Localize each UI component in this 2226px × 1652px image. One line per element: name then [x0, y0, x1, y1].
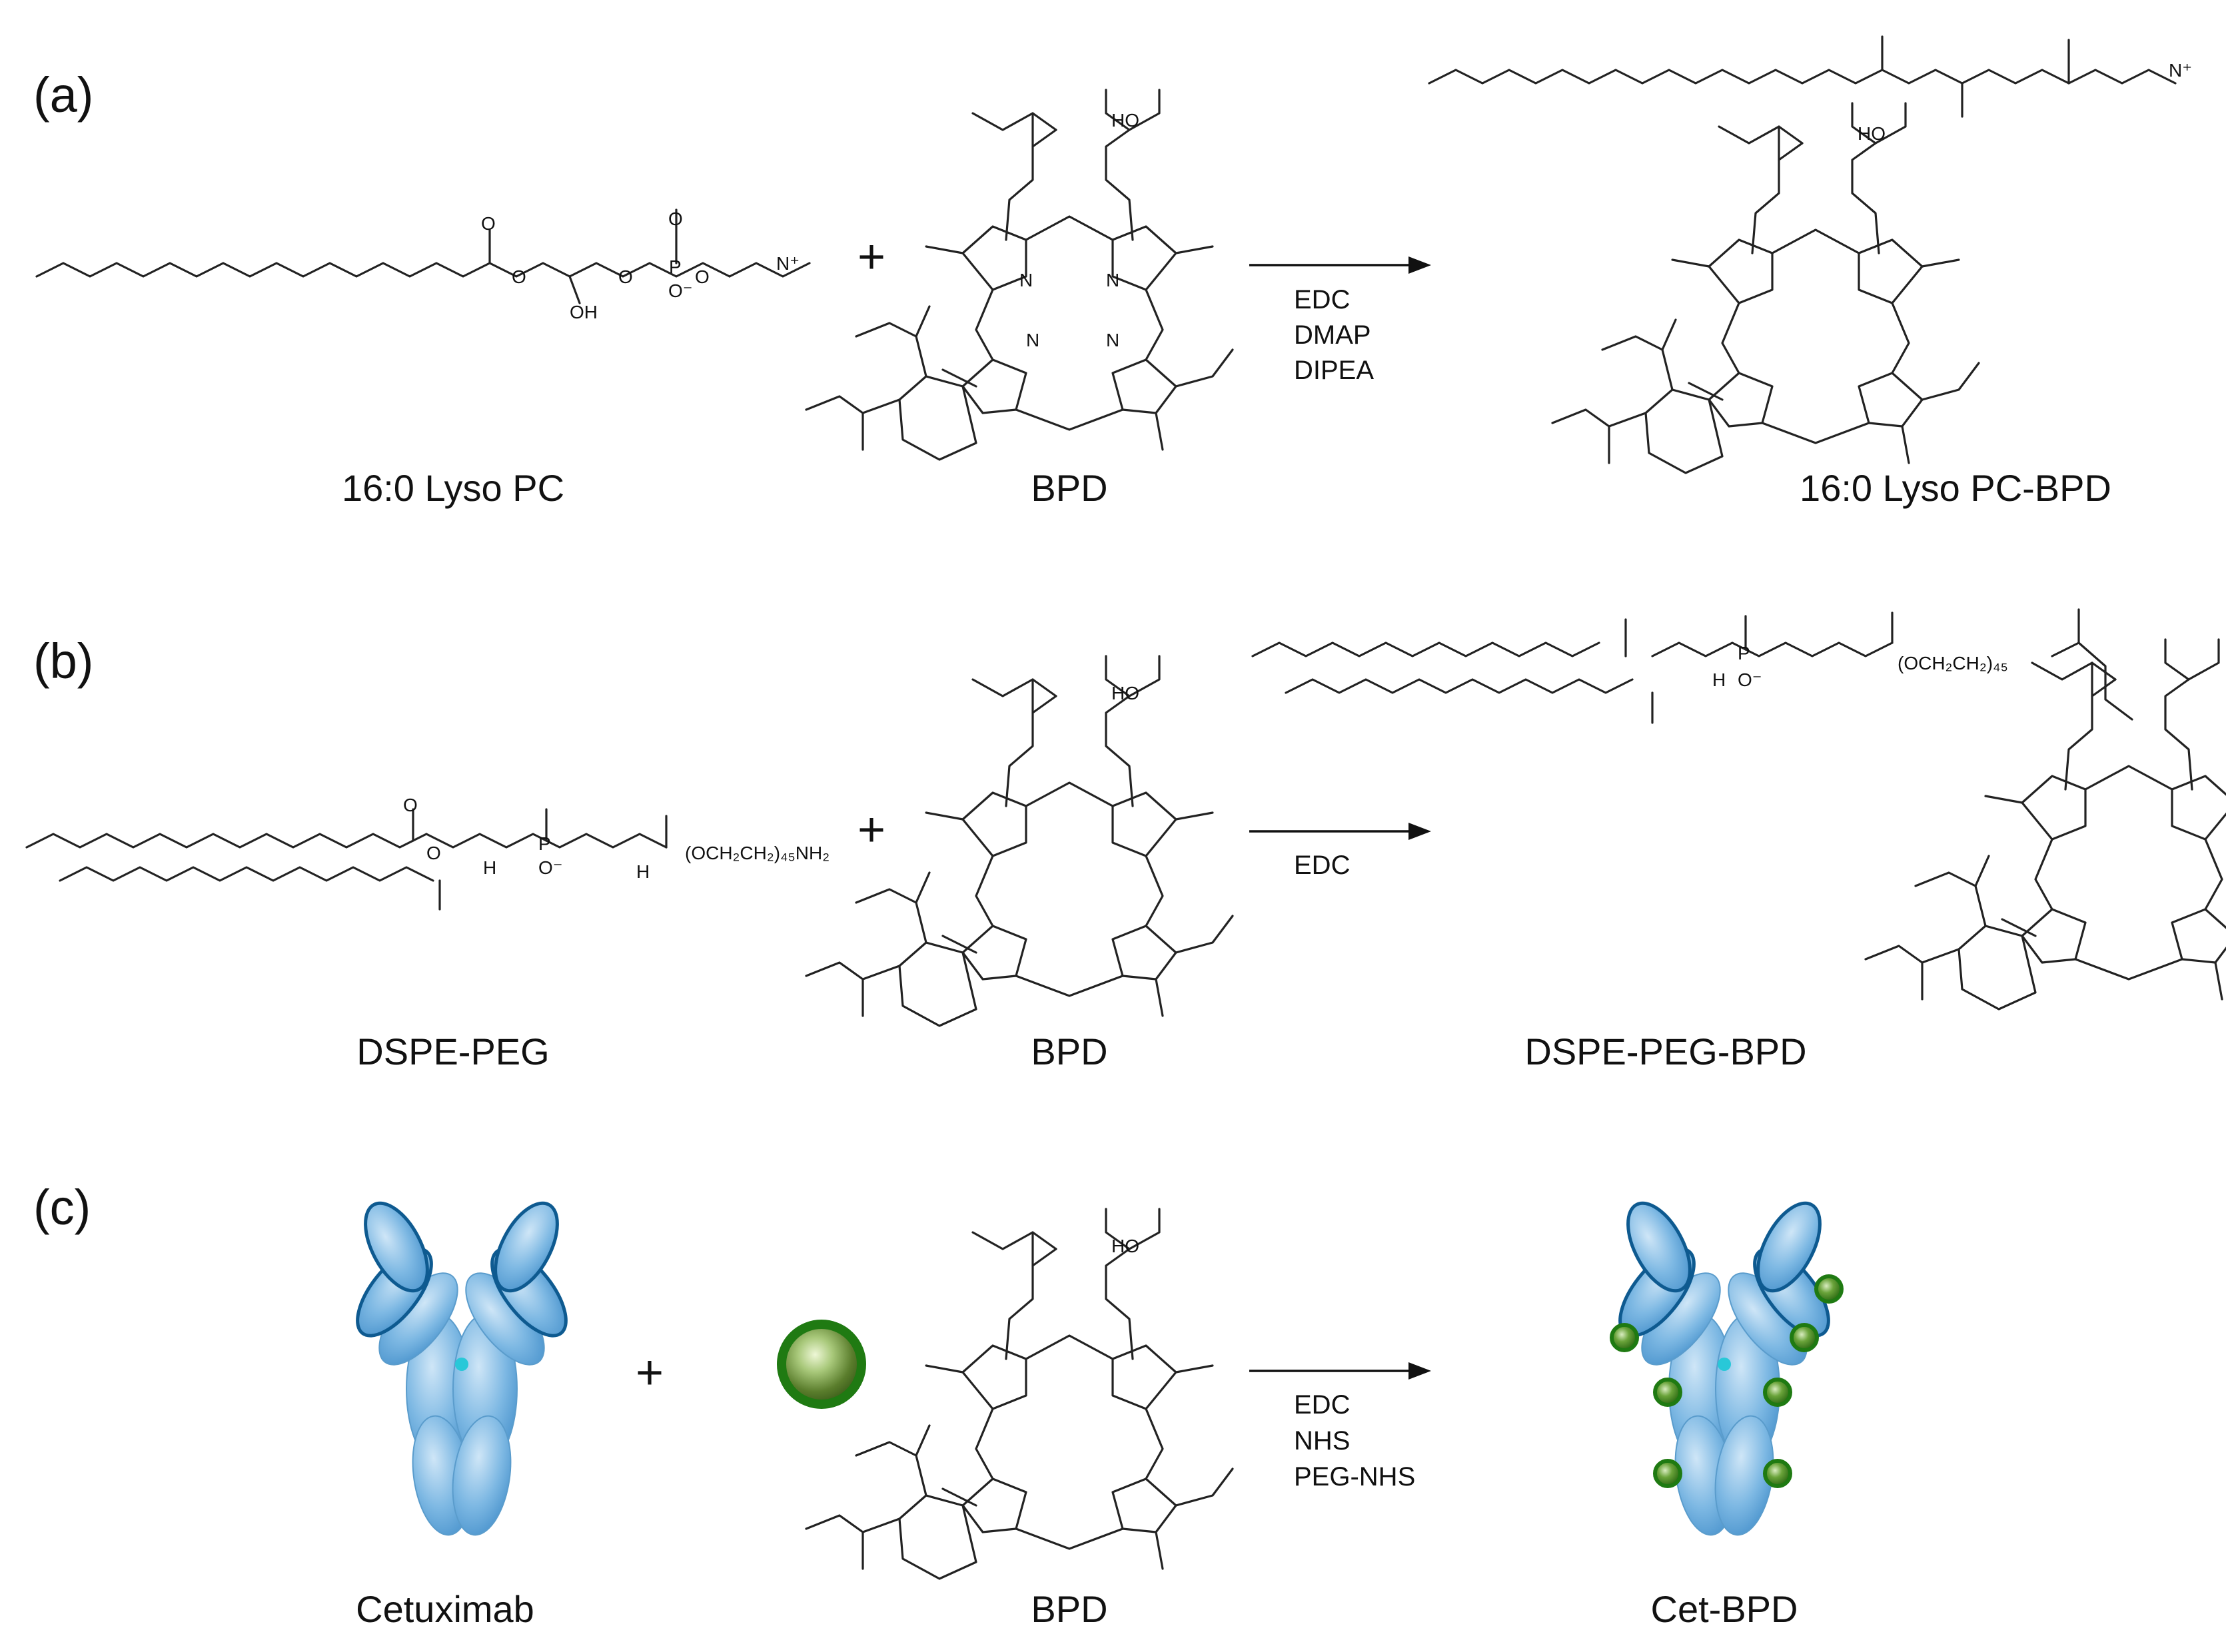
- atom-o: O: [695, 266, 710, 287]
- reactant-label-dspe-peg: DSPE-PEG: [356, 1031, 549, 1072]
- atom-p: P: [538, 833, 551, 854]
- bpd-sphere: [777, 1320, 866, 1409]
- atom-p: P: [669, 256, 682, 277]
- bpd-dot: [1763, 1378, 1792, 1407]
- atom-n: N: [1019, 270, 1033, 290]
- atom-ho: HO: [1111, 683, 1139, 703]
- peg-chain: (OCH₂CH₂)₄₅: [1898, 653, 2008, 673]
- reactant-label-bpd: BPD: [1031, 467, 1107, 509]
- reaction-arrow: [1249, 823, 1431, 840]
- reaction-arrow: [1249, 256, 1431, 274]
- reagent-label: EDC: [1294, 1390, 1350, 1420]
- atom-nh: N: [1026, 330, 1039, 350]
- panel-a-label: (a): [33, 67, 93, 123]
- panel-c-label: (c): [33, 1180, 91, 1235]
- reagent-label: PEG-NHS: [1294, 1462, 1415, 1491]
- atom-o: O: [618, 266, 633, 287]
- atom-oh: OH: [570, 302, 598, 322]
- reagent-label: EDC: [1294, 285, 1350, 314]
- atom-o-minus: O⁻: [668, 280, 693, 301]
- reactant-label-bpd: BPD: [1031, 1588, 1107, 1630]
- bpd-dot: [1790, 1323, 1819, 1352]
- atom-n: N: [1106, 330, 1119, 350]
- bpd-dot: [1653, 1378, 1682, 1407]
- lyso-pc-structure: [35, 208, 811, 304]
- bpd-dot: [1610, 1323, 1639, 1352]
- panel-b-label: (b): [33, 633, 93, 689]
- reagent-label: NHS: [1294, 1426, 1350, 1455]
- product-label: Cet-BPD: [1651, 1588, 1798, 1630]
- bpd-dot: [1763, 1459, 1792, 1488]
- atom-o: O: [426, 843, 441, 863]
- reagent-label: EDC: [1294, 851, 1350, 880]
- dspe-peg-bpd-structure: [1251, 608, 2133, 724]
- plus-sign: +: [857, 230, 885, 284]
- reactant-label-bpd: BPD: [1031, 1031, 1107, 1072]
- atom-o-minus: O⁻: [538, 857, 563, 878]
- reactant-label-cetuximab: Cetuximab: [356, 1588, 534, 1630]
- lyso-pc-bpd-structure: [1428, 35, 2177, 118]
- product-label: DSPE-PEG-BPD: [1524, 1031, 1806, 1072]
- bpd-dot: [1814, 1274, 1844, 1304]
- atom-ho: HO: [1111, 1236, 1139, 1256]
- cet-bpd-conjugate: [1610, 1201, 1844, 1536]
- atom-o: O: [668, 208, 683, 229]
- bpd-structure: [1864, 638, 2226, 1011]
- plus-sign: +: [636, 1346, 664, 1400]
- cetuximab-antibody: [356, 1201, 568, 1536]
- atom-h: H: [1712, 669, 1726, 690]
- bpd-structure: [1551, 102, 1980, 474]
- atom-h: H: [483, 857, 496, 878]
- atom-o: O: [403, 795, 418, 815]
- atom-nh: N: [1106, 270, 1119, 290]
- atom-ho: HO: [1858, 123, 1886, 144]
- atom-o: O: [512, 266, 526, 287]
- atom-p: P: [1738, 643, 1750, 663]
- bpd-dot: [1653, 1459, 1682, 1488]
- bpd-structure: [805, 1208, 1234, 1580]
- dspe-peg-structure: [25, 808, 668, 911]
- atom-o-minus: O⁻: [1738, 669, 1762, 690]
- atom-n-plus: N⁺: [2169, 60, 2192, 81]
- atom-h: H: [636, 861, 650, 882]
- reactant-label-lyso-pc: 16:0 Lyso PC: [342, 467, 564, 509]
- reagent-label: DIPEA: [1294, 356, 1374, 385]
- reagent-label: DMAP: [1294, 320, 1371, 350]
- plus-sign: +: [857, 803, 885, 857]
- peg-amine-chain: (OCH₂CH₂)₄₅NH₂: [685, 843, 830, 863]
- atom-ho: HO: [1111, 110, 1139, 131]
- reaction-arrow: [1249, 1362, 1431, 1380]
- atom-n-plus: N⁺: [776, 253, 800, 274]
- product-label: 16:0 Lyso PC-BPD: [1800, 467, 2111, 509]
- atom-o: O: [481, 213, 496, 234]
